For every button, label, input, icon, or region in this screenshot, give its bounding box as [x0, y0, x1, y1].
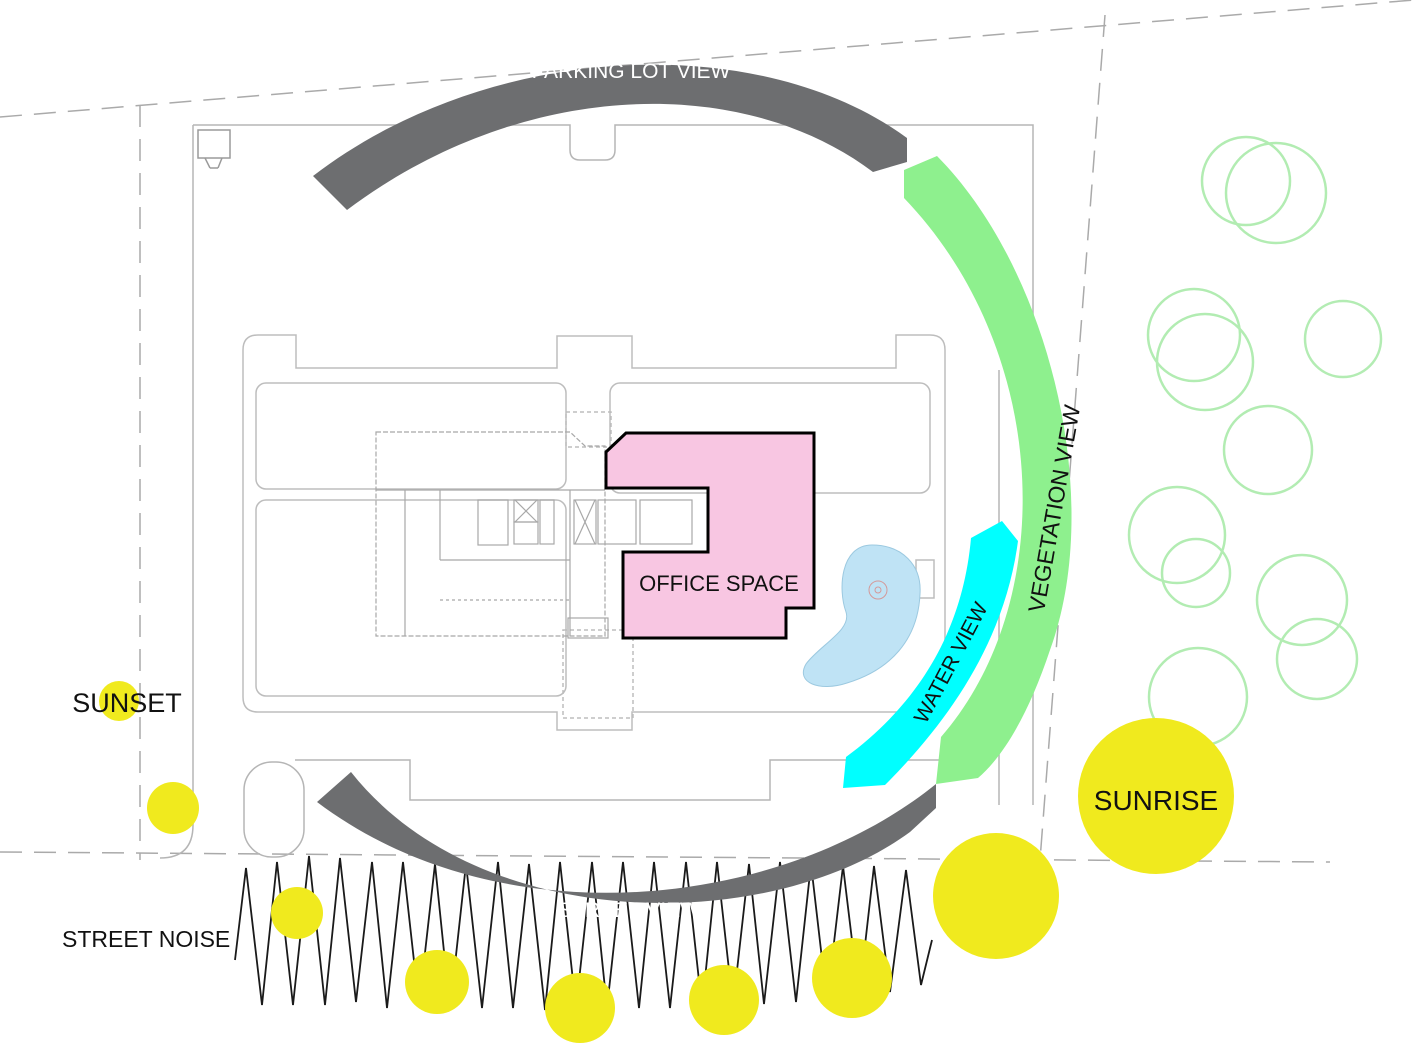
sun-dot — [271, 887, 323, 939]
tree-icon — [1255, 553, 1349, 647]
street-view-label: STREET VIEW — [558, 899, 700, 922]
parking-outline-west — [159, 125, 194, 859]
tree-icon — [1222, 404, 1314, 496]
office-space-area — [604, 431, 816, 640]
tree-icon — [1275, 617, 1359, 701]
street-noise-label: STREET NOISE — [62, 926, 230, 952]
plan-line — [514, 499, 538, 523]
sun-dot — [545, 973, 615, 1043]
street-noise-zigzag — [234, 855, 933, 1011]
property-lines — [0, 0, 1414, 863]
stair-core — [477, 499, 509, 546]
parking-lot-view-band — [313, 64, 907, 210]
north-canopy — [565, 411, 612, 448]
street-view-band — [317, 772, 936, 904]
tree-icon — [1160, 537, 1232, 609]
sunrise-sun-icon — [1078, 718, 1234, 874]
property-line-east — [1039, 14, 1106, 861]
office-space-label: OFFICE SPACE — [639, 571, 799, 596]
sunrise-label: SUNRISE — [1094, 785, 1218, 816]
vegetation-view-band — [904, 156, 1072, 784]
sun-dot — [933, 833, 1059, 959]
parking-outline-north — [193, 124, 1034, 805]
sunset-sun-icon — [99, 681, 139, 721]
trees — [1127, 135, 1383, 748]
sun-dot — [689, 965, 759, 1035]
tree-icon — [1155, 312, 1255, 412]
entry-vestibule — [567, 617, 609, 639]
tree-icon — [1146, 287, 1242, 383]
tree-icon — [1303, 299, 1383, 379]
parking-outline-south-inner — [295, 759, 940, 801]
restroom-core — [597, 499, 637, 545]
tree-icon — [1127, 485, 1227, 585]
pond — [803, 544, 921, 687]
sun-dots — [99, 681, 1234, 1043]
tree-icon — [1200, 135, 1292, 227]
sun-dot — [405, 950, 469, 1014]
elevator-core — [573, 499, 597, 545]
water-view-band — [843, 521, 1018, 788]
plan-line — [574, 499, 596, 545]
parking-bay-nw — [255, 382, 567, 490]
sunset-label: SUNSET — [72, 688, 182, 718]
entry-canopy — [562, 629, 634, 719]
stair-core-east — [639, 499, 693, 545]
sun-dot — [147, 782, 199, 834]
building-floor-plan — [375, 431, 693, 639]
tree-icon — [1224, 141, 1328, 245]
fountain-icon — [868, 580, 888, 600]
elevator-core — [539, 499, 555, 545]
building-footprint — [375, 431, 606, 637]
kiosk-icon — [197, 129, 231, 169]
parking-lot-view-label: PARKING LOT VIEW — [532, 60, 731, 83]
parking-bay-sw — [255, 499, 567, 697]
parking-island-south — [243, 761, 305, 858]
elevator-core — [513, 521, 539, 545]
sun-dot — [812, 938, 892, 1018]
property-line-south — [0, 851, 1331, 863]
